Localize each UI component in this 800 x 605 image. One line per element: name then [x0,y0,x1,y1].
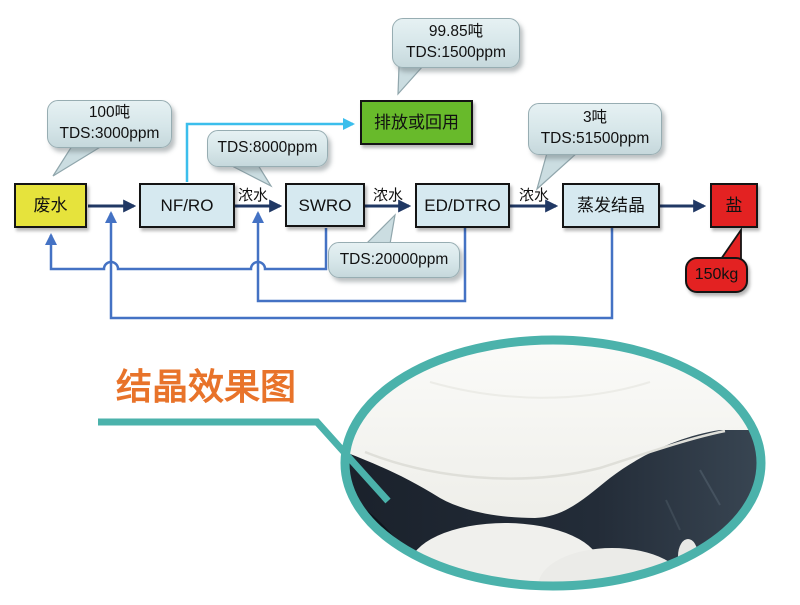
permeate-line [185,118,355,182]
process-box-salt: 盐 [710,183,758,228]
process-box-salt-label: 盐 [725,196,743,215]
callout-discharge-9985t: 99.85吨 TDS:1500ppm [392,18,520,68]
recycle-line-swro [45,228,328,271]
stream-label-concentrate-3: 浓水 [518,187,549,204]
callout-evaporator-feed-3t: 3吨 TDS:51500ppm [528,103,662,155]
callout-tail-salt-output [719,227,742,260]
process-box-swro: SWRO [285,183,365,227]
discharge-reuse-label: 排放或回用 [374,113,459,132]
process-box-evaporation-crystallization: 蒸发结晶 [562,183,660,228]
process-box-nfro-label: NF/RO [160,196,214,215]
photo-pointer-line [98,418,391,504]
callout-tail-feed [52,145,105,177]
callout-tail-discharge [397,65,425,96]
recycle-line-eddtro [252,211,467,303]
callout-swro-tds: TDS:20000ppm [339,250,449,268]
callout-tail-nfro-concentrate [229,164,273,188]
callout-nfro-concentrate-tds: TDS:8000ppm [207,130,328,167]
discharge-reuse-box: 排放或回用 [360,100,473,145]
stream-label-concentrate-2: 浓水 [372,187,403,204]
callout-evaporator-tds: TDS:51500ppm [540,130,650,147]
recycle-line-evaporator [105,211,614,320]
callout-tail-swro-concentrate [364,213,396,245]
callout-discharge-amount: 99.85吨 [428,23,484,41]
process-box-eddtro: ED/DTRO [415,183,510,228]
process-box-wastewater: 废水 [14,183,87,228]
callout-feed-100t: 100吨 TDS:3000ppm [47,100,172,148]
photo-ellipse-border [340,335,766,591]
crystallization-photo [348,343,758,583]
process-box-nfro: NF/RO [139,183,235,228]
process-box-wastewater-label: 废水 [33,196,68,215]
process-box-evaporation-label: 蒸发结晶 [577,196,645,215]
callout-salt-mass: 150kg [694,266,739,283]
crystallization-section-title: 结晶效果图 [116,366,297,407]
process-box-swro-label: SWRO [298,195,352,215]
callout-feed-amount: 100吨 [88,104,131,122]
process-box-eddtro-label: ED/DTRO [424,196,501,215]
callout-evaporator-amount: 3吨 [582,109,608,127]
callout-feed-tds: TDS:3000ppm [59,125,160,142]
callout-salt-150kg: 150kg [685,257,748,293]
stream-label-concentrate-1: 浓水 [237,187,268,204]
callout-nfro-tds: TDS:8000ppm [217,139,318,157]
callout-discharge-tds: TDS:1500ppm [406,44,506,61]
callout-swro-concentrate-tds: TDS:20000ppm [328,242,460,278]
